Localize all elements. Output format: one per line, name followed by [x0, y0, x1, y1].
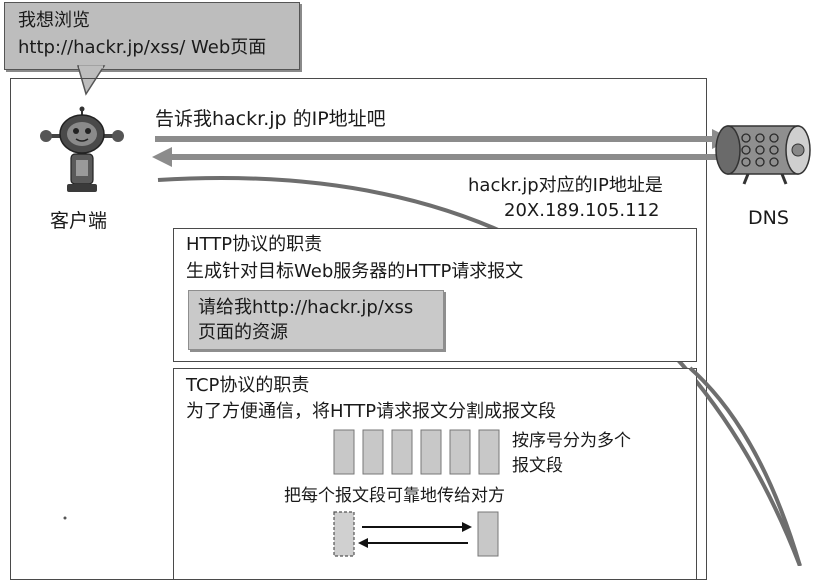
- http-role-desc: 生成针对目标Web服务器的HTTP请求报文: [186, 261, 524, 282]
- dns-response-line-2: 20X.189.105.112: [504, 200, 660, 221]
- tcp-role-title: TCP协议的职责: [186, 375, 310, 396]
- speech-bubble: [4, 2, 300, 70]
- client-robot-icon: [40, 106, 124, 192]
- segments-note-line-1: 按序号分为多个: [512, 431, 631, 451]
- segments-note-line-2: 报文段: [512, 456, 563, 476]
- dns-request-label: 告诉我hackr.jp 的IP地址吧: [155, 108, 386, 130]
- tcp-diagram: [333, 366, 802, 566]
- receiver-segment: [477, 511, 499, 557]
- client-label: 客户端: [50, 210, 108, 232]
- http-request-line-2: 页面的资源: [198, 322, 288, 343]
- scan-dot: [63, 516, 67, 520]
- http-request-message: [188, 290, 444, 350]
- tcp-segment: [362, 429, 384, 475]
- bubble-line-1: 我想浏览: [18, 10, 90, 31]
- dns-server-icon: [715, 125, 811, 185]
- dns-response-arrow: [152, 147, 728, 167]
- sender-segment: [333, 511, 355, 557]
- tcp-role-desc: 为了方便通信，将HTTP请求报文分割成报文段: [186, 401, 557, 422]
- bubble-tail: [77, 65, 106, 96]
- transfer-note: 把每个报文段可靠地传给对方: [284, 486, 505, 506]
- bubble-line-2: http://hackr.jp/xss/ Web页面: [18, 37, 267, 58]
- tcp-segment: [420, 429, 442, 475]
- transfer-arrows: [358, 522, 472, 548]
- dns-response-line-1: hackr.jp对应的IP地址是: [468, 175, 663, 196]
- http-role-title: HTTP协议的职责: [186, 234, 323, 255]
- tcp-segment: [449, 429, 471, 475]
- tcp-segment: [391, 429, 413, 475]
- dns-label: DNS: [748, 207, 789, 229]
- http-request-line-1: 请给我http://hackr.jp/xss: [198, 297, 414, 318]
- tcp-segment: [478, 429, 500, 475]
- tcp-segment: [333, 429, 355, 475]
- segment-group: [333, 429, 500, 475]
